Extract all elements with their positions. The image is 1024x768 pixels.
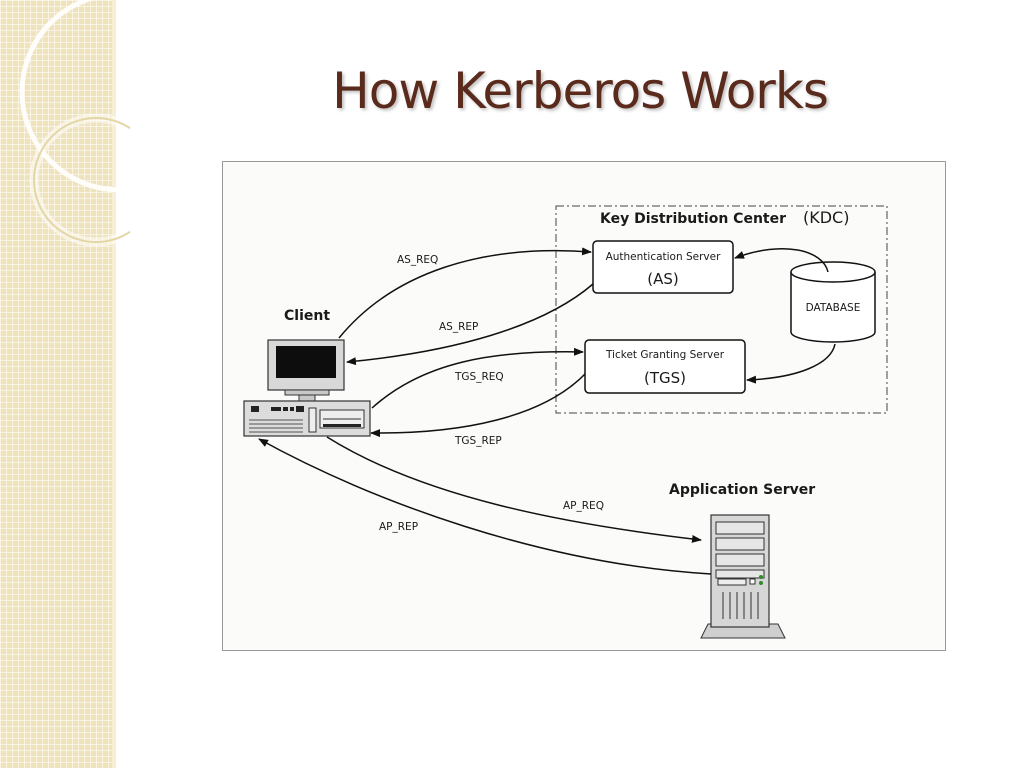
database-cylinder — [790, 261, 876, 343]
client-label: Client — [284, 308, 330, 324]
ap-rep-arrow — [258, 438, 712, 575]
client-computer-icon — [243, 339, 371, 437]
kdc-title: Key Distribution Center — [600, 211, 786, 227]
as-rep-label: AS_REP — [439, 321, 478, 333]
database-label: DATABASE — [806, 302, 861, 314]
kdc-abbr: (KDC) — [803, 208, 849, 227]
ap-req-label: AP_REQ — [563, 500, 604, 512]
ticket-granting-server-abbr: (TGS) — [644, 369, 686, 387]
as-req-label: AS_REQ — [397, 254, 438, 266]
authentication-server-label: Authentication Server — [606, 251, 722, 263]
application-server-label: Application Server — [669, 482, 815, 498]
tgs-rep-label: TGS_REP — [454, 435, 502, 447]
tgs-req-label: TGS_REQ — [454, 371, 504, 383]
ap-rep-label: AP_REP — [379, 521, 418, 533]
authentication-server-box — [592, 240, 734, 294]
ticket-granting-server-box — [584, 339, 746, 394]
ap-req-arrow — [326, 436, 702, 543]
slide-title: How Kerberos Works — [332, 62, 829, 120]
application-server-icon — [700, 514, 786, 639]
ticket-granting-server-label: Ticket Granting Server — [605, 349, 725, 361]
decorative-circles — [19, 0, 130, 247]
as-rep-arrow — [346, 283, 594, 366]
authentication-server-abbr: (AS) — [647, 270, 679, 288]
tgs-rep-arrow — [370, 373, 586, 438]
as-req-arrow — [338, 247, 592, 339]
kerberos-diagram: Key Distribution Center (KDC) Authentica… — [222, 161, 946, 651]
database-to-as-arrow — [734, 247, 829, 273]
database-to-tgs-arrow — [746, 343, 836, 384]
tgs-req-arrow — [371, 347, 584, 409]
